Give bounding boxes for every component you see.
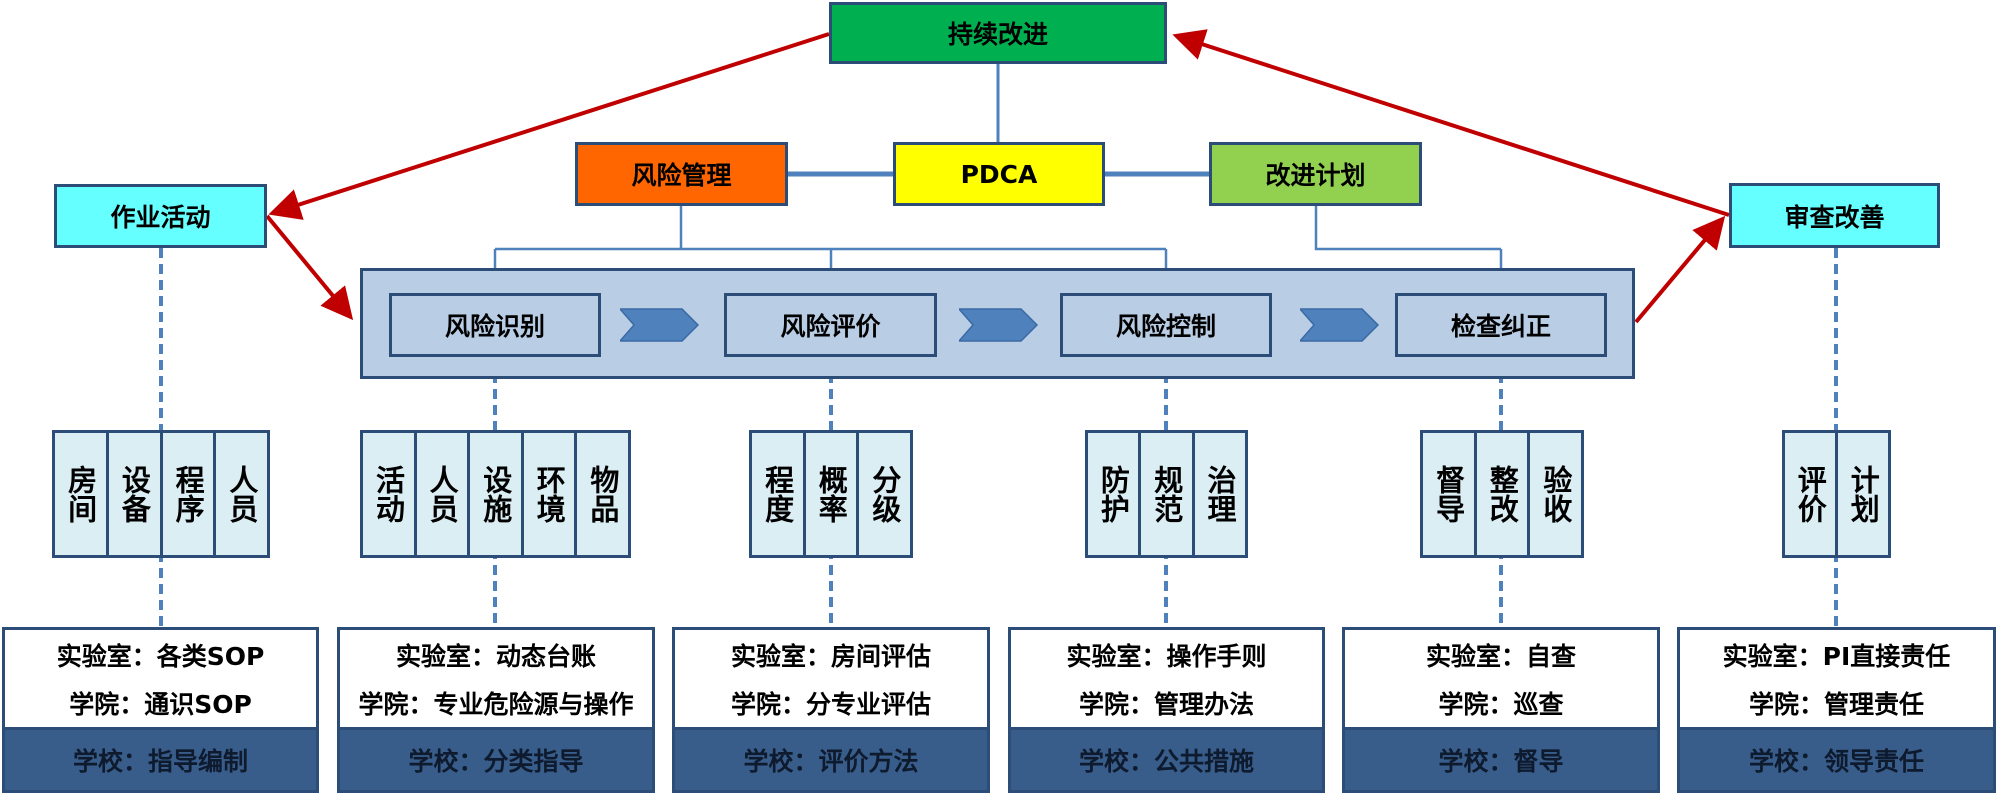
factor-cell: 分级 <box>867 465 902 523</box>
lab-responsibility: 实验室：PI直接责任 <box>1722 641 1951 671</box>
lab-responsibility: 实验室：操作手则 <box>1066 641 1267 671</box>
factor-grid-control: 防护 规范 治理 <box>1085 430 1248 558</box>
factor-cell: 设备 <box>109 433 163 555</box>
factor-cell: 计划 <box>1846 465 1881 523</box>
step-risk-control: 风险控制 <box>1060 293 1272 357</box>
responsibility-box-2: 实验室：动态台账学院：专业危险源与操作 学校：分类指导 <box>337 627 655 793</box>
college-responsibility: 学院：管理办法 <box>1078 689 1254 719</box>
continuous-improvement-box: 持续改进 <box>829 2 1167 64</box>
factor-cell: 设施 <box>470 433 524 555</box>
factor-grid-identification: 活动 人员 设施 环境 物品 <box>360 430 631 558</box>
college-responsibility: 学院：通识SOP <box>69 689 252 719</box>
factor-cell: 规范 <box>1141 433 1195 555</box>
factor-grid-evaluation: 程度 概率 分级 <box>749 430 913 558</box>
factor-cell: 人员 <box>417 433 471 555</box>
responsibility-box-6: 实验室：PI直接责任学院：管理责任 学校：领导责任 <box>1677 627 1996 793</box>
factor-cell: 整改 <box>1477 433 1531 555</box>
red-arrow-review-to-ci <box>1172 29 1730 217</box>
factor-cell: 评价 <box>1785 433 1838 555</box>
review-improve-box: 审查改善 <box>1729 183 1940 248</box>
red-arrow-band-to-review <box>1634 215 1726 324</box>
chevron-icon <box>620 308 700 342</box>
factor-cell: 人员 <box>224 465 259 523</box>
factor-cell: 治理 <box>1203 465 1238 523</box>
factor-cell: 环境 <box>524 433 578 555</box>
link-ip-branch <box>1314 206 1501 251</box>
school-responsibility: 学校：公共措施 <box>1011 727 1322 790</box>
factor-cell: 督导 <box>1423 433 1477 555</box>
risk-management-box: 风险管理 <box>575 142 788 206</box>
factor-cell: 物品 <box>585 465 620 523</box>
factor-grid-review: 评价 计划 <box>1782 430 1891 558</box>
school-responsibility: 学校：分类指导 <box>340 727 652 790</box>
improvement-plan-box: 改进计划 <box>1209 142 1422 206</box>
factor-cell: 房间 <box>55 433 109 555</box>
lab-responsibility: 实验室：自查 <box>1425 641 1576 671</box>
step-inspection-correction: 检查纠正 <box>1395 293 1607 357</box>
factor-cell: 防护 <box>1088 433 1142 555</box>
college-responsibility: 学院：管理责任 <box>1748 689 1924 719</box>
factor-grid-operations: 房间 设备 程序 人员 <box>52 430 270 558</box>
red-arrow-operations-to-band <box>265 214 354 321</box>
responsibility-box-4: 实验室：操作手则学院：管理办法 学校：公共措施 <box>1008 627 1325 793</box>
factor-cell: 程序 <box>163 433 217 555</box>
responsibility-box-1: 实验室：各类SOP 学院：通识SOP 学校：指导编制 <box>2 627 319 793</box>
school-responsibility: 学校：领导责任 <box>1680 727 1993 790</box>
lab-responsibility: 实验室：房间评估 <box>730 641 931 671</box>
factor-cell: 概率 <box>806 433 860 555</box>
factor-grid-inspection: 督导 整改 验收 <box>1420 430 1584 558</box>
step-risk-evaluation: 风险评价 <box>724 293 937 357</box>
pdca-box: PDCA <box>893 142 1105 206</box>
responsibility-box-3: 实验室：房间评估学院：分专业评估 学校：评价方法 <box>672 627 990 793</box>
factor-cell: 程度 <box>752 433 806 555</box>
factor-cell: 活动 <box>363 433 417 555</box>
school-responsibility: 学校：评价方法 <box>675 727 987 790</box>
step-risk-identification: 风险识别 <box>389 293 601 357</box>
lab-responsibility: 实验室：各类SOP <box>56 641 265 671</box>
responsibility-box-5: 实验室：自查学院：巡查 学校：督导 <box>1342 627 1660 793</box>
college-responsibility: 学院：分专业评估 <box>730 689 931 719</box>
chevron-icon <box>1300 308 1380 342</box>
red-arrow-ci-to-operations <box>268 32 830 220</box>
lab-responsibility: 实验室：动态台账 <box>395 641 596 671</box>
chevron-icon <box>959 308 1039 342</box>
factor-cell: 验收 <box>1538 465 1573 523</box>
school-responsibility: 学校：督导 <box>1345 727 1657 790</box>
operations-box: 作业活动 <box>54 184 267 248</box>
college-responsibility: 学院：巡查 <box>1438 689 1564 719</box>
school-responsibility: 学校：指导编制 <box>5 727 316 790</box>
college-responsibility: 学院：专业危险源与操作 <box>358 689 634 719</box>
